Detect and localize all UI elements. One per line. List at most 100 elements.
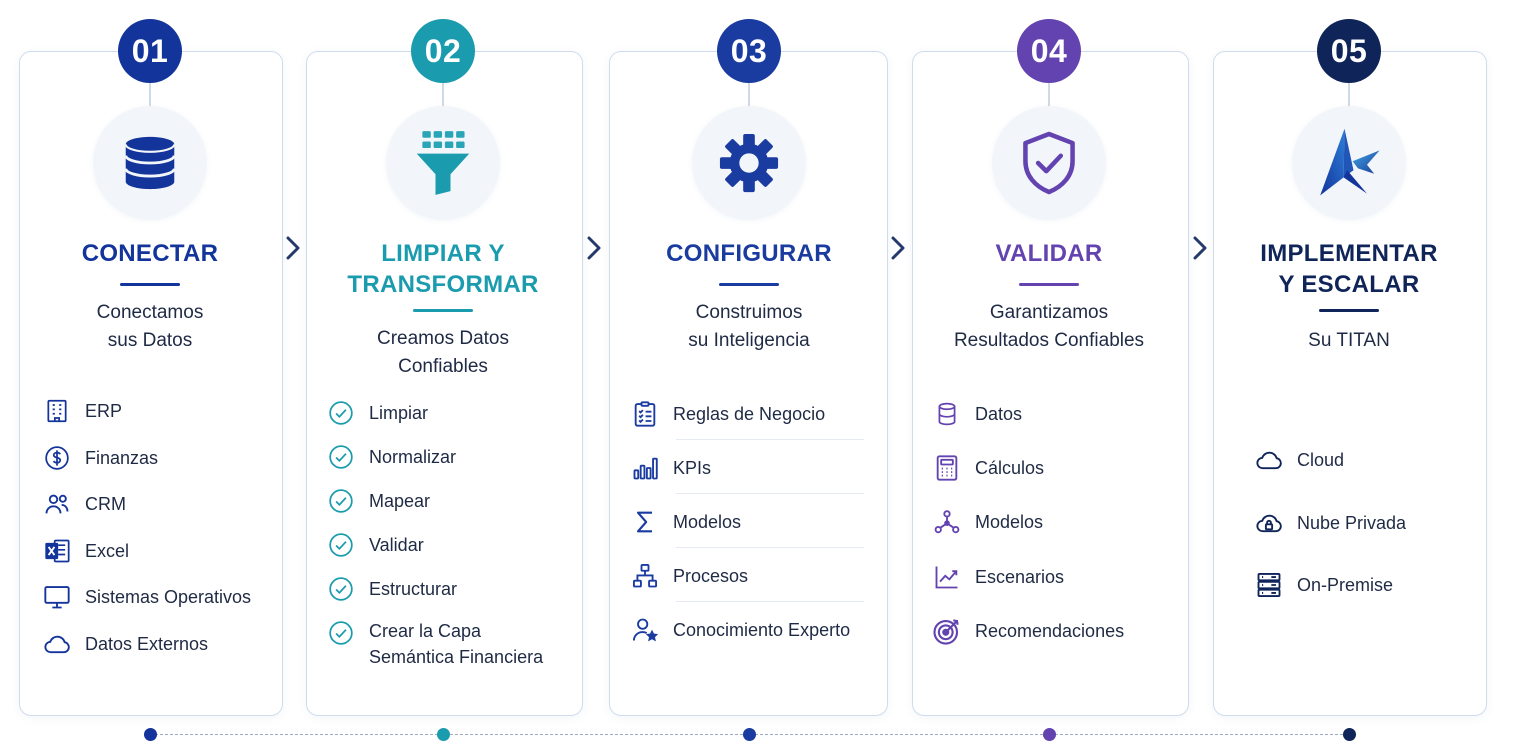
list-item: Modelos	[630, 507, 741, 537]
check-circle-icon	[326, 618, 356, 648]
dollar-circle-icon	[42, 443, 72, 473]
step-icon-circle	[1292, 106, 1406, 220]
list-item-label: Mapear	[369, 491, 431, 511]
checklist-icon	[630, 399, 660, 429]
list-item: CRM	[42, 489, 126, 519]
list-item-label: Estructurar	[369, 579, 458, 599]
sigma-icon	[630, 507, 660, 537]
step-icon-circle	[93, 106, 207, 220]
list-item: Datos	[932, 399, 1022, 429]
list-item-label: Sistemas Operativos	[85, 587, 252, 607]
list-item-label: Limpiar	[369, 403, 429, 423]
list-item: Reglas de Negocio	[630, 399, 825, 429]
step-title: CONECTAR	[81, 240, 219, 267]
list-item-label: Procesos	[673, 566, 749, 586]
list-item: Cálculos	[932, 453, 1044, 483]
badge-connector	[149, 83, 151, 107]
monitor-icon	[42, 582, 72, 612]
list-item: Escenarios	[932, 562, 1064, 592]
building-icon	[42, 396, 72, 426]
list-item-label: Excel	[85, 540, 130, 561]
timeline-dot	[742, 728, 756, 741]
network-icon	[932, 507, 962, 537]
hierarchy-icon	[630, 561, 660, 591]
step-number-badge: 02	[411, 19, 475, 83]
list-item: Estructurar	[326, 574, 457, 604]
list-item: Finanzas	[42, 443, 158, 473]
list-item: Nube Privada	[1254, 508, 1406, 538]
title-underline	[719, 283, 779, 286]
list-item-label: Validar	[369, 535, 424, 555]
target-icon	[932, 616, 962, 646]
step-icon-circle	[692, 106, 806, 220]
list-item: Excel	[42, 536, 129, 566]
step-subtitle: Conectamos sus Datos	[96, 302, 204, 351]
funnel-icon	[413, 129, 473, 197]
gear-icon	[718, 132, 780, 194]
titan-logo-icon	[1313, 125, 1385, 201]
step-subtitle: Su TITAN	[1308, 330, 1390, 351]
server-icon	[1254, 570, 1284, 600]
step-title: LIMPIAR Y TRANSFORMAR	[347, 240, 539, 298]
list-item-label: KPIs	[673, 458, 712, 478]
item-divider	[676, 547, 864, 548]
calculator-icon	[932, 453, 962, 483]
list-item: Normalizar	[326, 442, 456, 472]
list-item-label: Escenarios	[975, 566, 1065, 587]
list-item: Procesos	[630, 561, 748, 591]
step-title: CONFIGURAR	[666, 240, 832, 267]
list-item: Conocimiento Experto	[630, 615, 850, 645]
cloud-icon	[42, 629, 72, 659]
database-icon	[932, 399, 962, 429]
item-divider	[676, 601, 864, 602]
step-subtitle: Construimos su Inteligencia	[688, 302, 810, 351]
badge-connector	[442, 83, 444, 107]
badge-connector	[1348, 83, 1350, 107]
list-item: On-Premise	[1254, 570, 1393, 600]
chevron-right-icon	[278, 233, 308, 263]
chevron-right-icon	[1185, 233, 1215, 263]
list-item-label: Normalizar	[369, 447, 457, 467]
badge-connector	[748, 83, 750, 107]
chevron-right-icon	[579, 233, 609, 263]
badge-connector	[1048, 83, 1050, 107]
step-title: VALIDAR	[995, 240, 1103, 267]
list-item-label: On-Premise	[1297, 575, 1394, 595]
list-item-label: Datos	[975, 404, 1023, 424]
users-icon	[42, 489, 72, 519]
list-item: Crear la Capa Semántica Financiera	[326, 618, 543, 670]
title-underline	[1019, 283, 1079, 286]
list-item-label: Crear la Capa Semántica Financiera	[369, 621, 544, 667]
list-item-label: Modelos	[673, 512, 742, 532]
item-divider	[676, 439, 864, 440]
timeline-dot	[1342, 728, 1356, 741]
database-icon	[122, 135, 178, 191]
list-item-label: Reglas de Negocio	[673, 404, 826, 424]
list-item-label: Recomendaciones	[975, 620, 1125, 641]
excel-icon	[42, 536, 72, 566]
timeline-dot	[1042, 728, 1056, 741]
item-divider	[676, 493, 864, 494]
cloud-lock-icon	[1254, 508, 1284, 538]
step-number-badge: 05	[1317, 19, 1381, 83]
list-item-label: CRM	[85, 494, 126, 514]
step-title: IMPLEMENTAR Y ESCALAR	[1260, 240, 1438, 298]
bar-chart-icon	[630, 453, 660, 483]
cloud-icon	[1254, 445, 1284, 475]
check-circle-icon	[326, 530, 356, 560]
list-item: Modelos	[932, 507, 1043, 537]
check-circle-icon	[326, 486, 356, 516]
timeline-dot	[436, 728, 450, 741]
step-icon-circle	[992, 106, 1106, 220]
list-item: Limpiar	[326, 398, 428, 428]
list-item: KPIs	[630, 453, 711, 483]
list-item: Datos Externos	[42, 629, 208, 659]
title-underline	[413, 309, 473, 312]
step-number-badge: 04	[1017, 19, 1081, 83]
check-circle-icon	[326, 398, 356, 428]
user-star-icon	[630, 615, 660, 645]
step-number-badge: 03	[717, 19, 781, 83]
list-item: Cloud	[1254, 445, 1344, 475]
list-item-label: Cálculos	[975, 458, 1045, 479]
list-item: Sistemas Operativos	[42, 582, 251, 612]
